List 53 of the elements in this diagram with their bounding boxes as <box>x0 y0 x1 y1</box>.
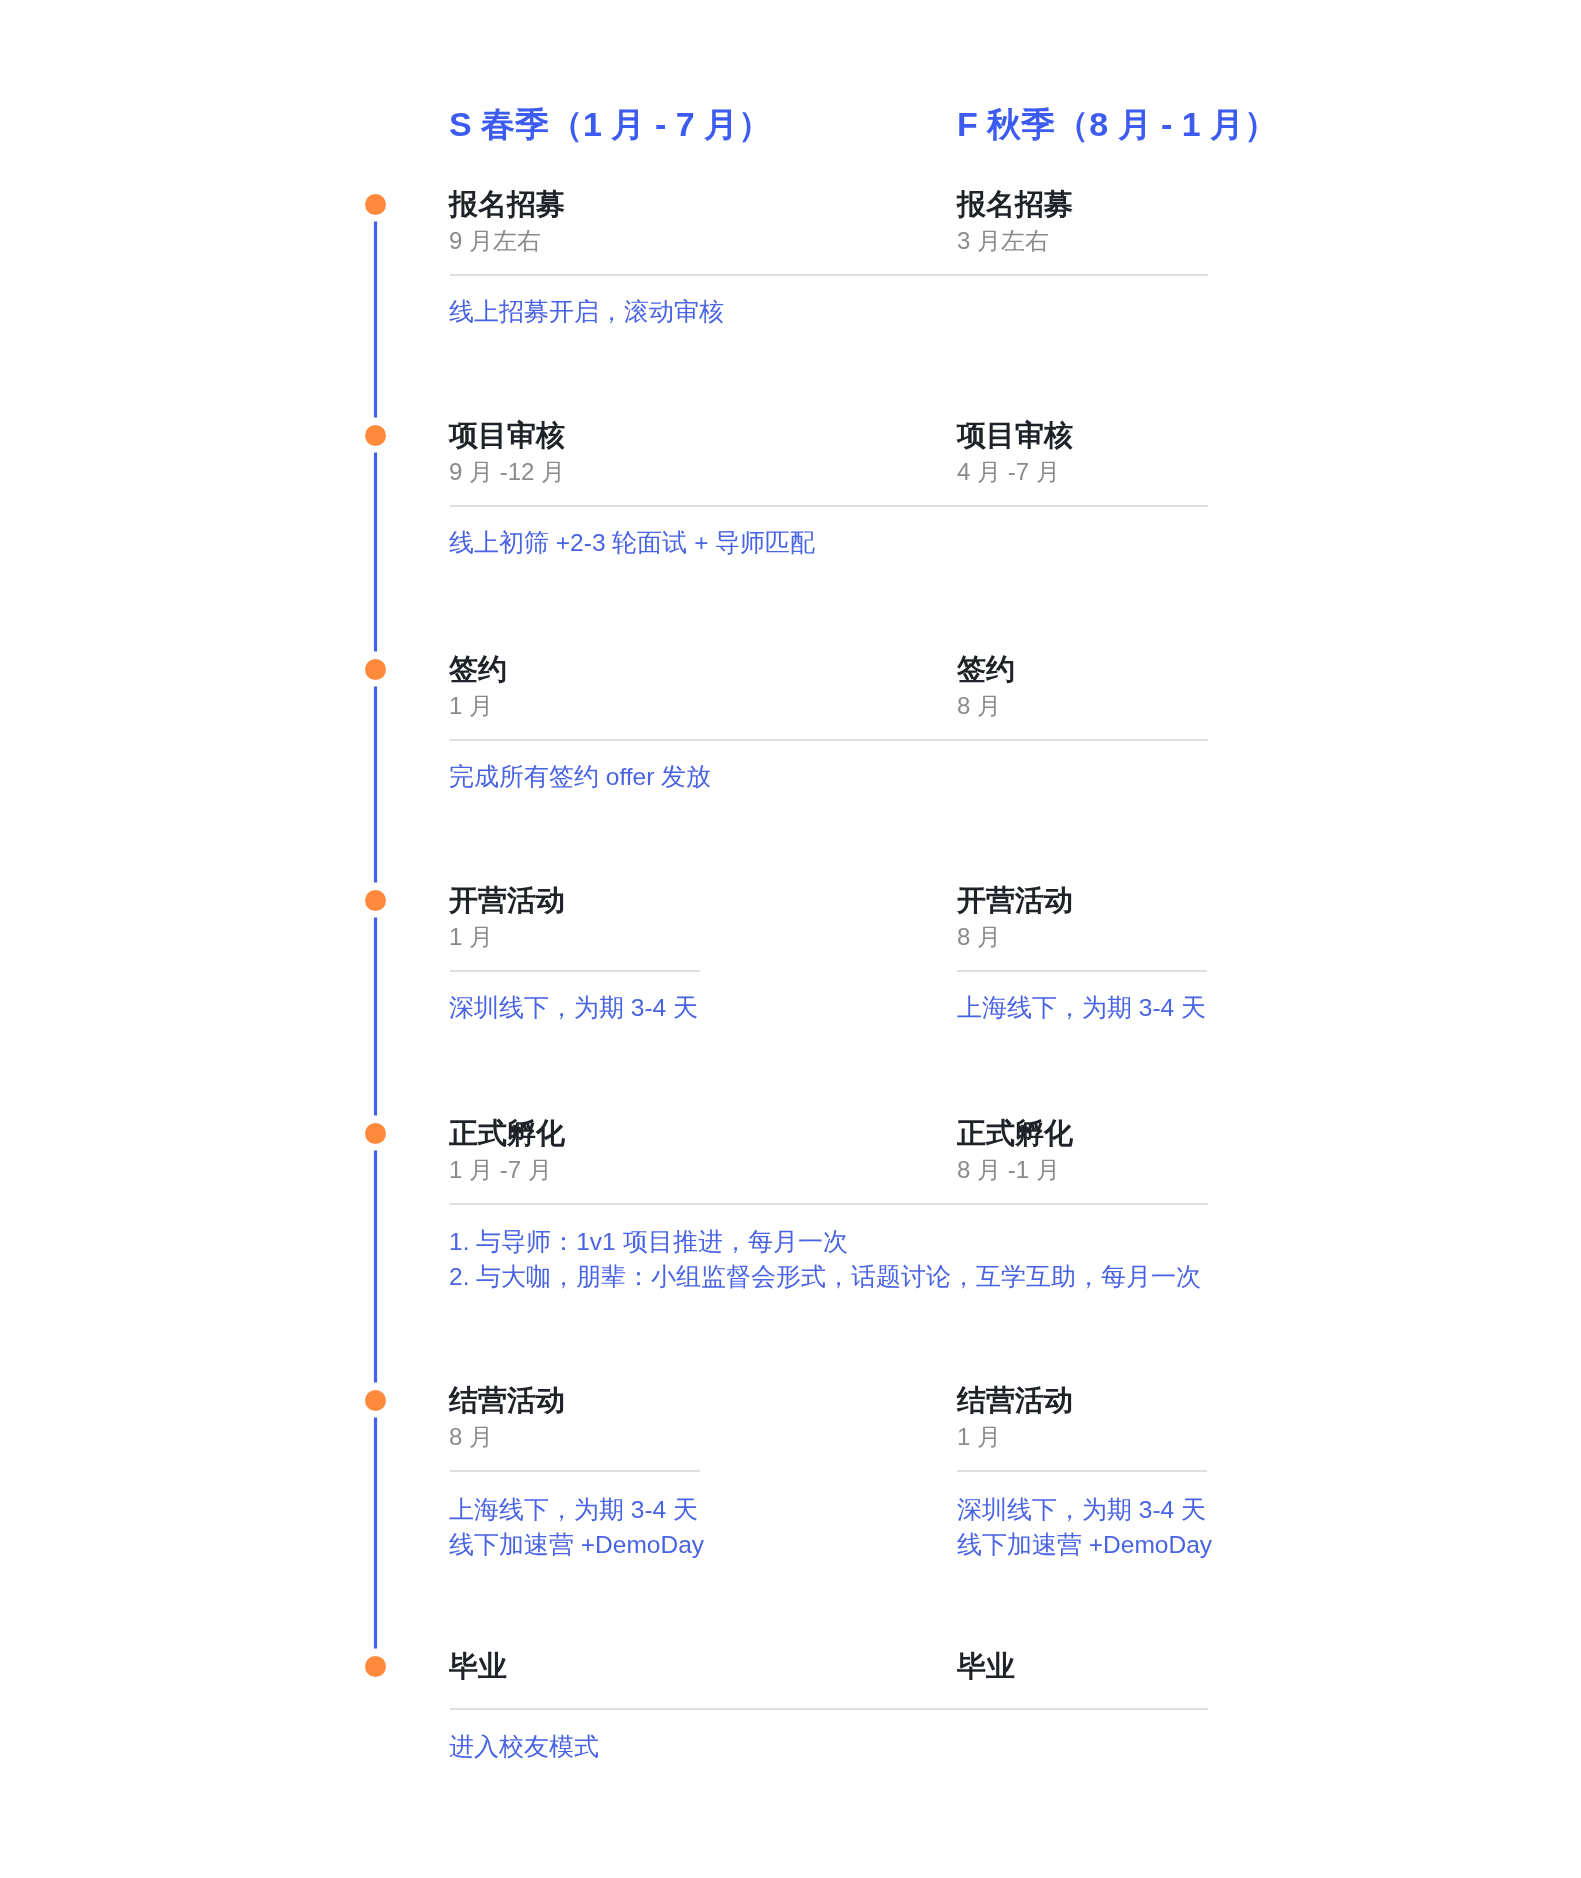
timeline-dot <box>365 1389 386 1411</box>
stage-title: 签约 <box>449 652 507 687</box>
date-text: 8 月 <box>449 1422 493 1452</box>
timeline-dot <box>365 889 386 911</box>
stage-title: 报名招募 <box>449 187 565 222</box>
description-text: 2. 与大咖，朋辈：小组监督会形式，话题讨论，互学互助，每月一次 <box>449 1262 1202 1292</box>
description-text: 进入校友模式 <box>449 1732 599 1762</box>
stage-title: 毕业 <box>449 1649 507 1684</box>
date-text: 1 月 <box>449 691 493 721</box>
date-text: 3 月左右 <box>957 226 1049 256</box>
date-text: 4 月 -7 月 <box>957 457 1060 487</box>
stage-title: 正式孵化 <box>957 1116 1073 1151</box>
date-text: 9 月左右 <box>449 226 541 256</box>
timeline-line <box>373 221 378 418</box>
date-text: 1 月 <box>957 1422 1001 1452</box>
timeline-dot <box>365 1655 386 1677</box>
timeline-dot <box>365 1122 386 1144</box>
stage-title: 开营活动 <box>957 883 1073 918</box>
stage-title: 项目审核 <box>449 418 565 453</box>
description-text: 1. 与导师：1v1 项目推进，每月一次 <box>449 1227 848 1257</box>
date-text: 9 月 -12 月 <box>449 457 566 487</box>
description-text: 线下加速营 +DemoDay <box>957 1530 1213 1560</box>
timeline-dot <box>365 424 386 446</box>
date-text: 8 月 <box>957 691 1001 721</box>
stage-title: 开营活动 <box>449 883 565 918</box>
description-text: 线上招募开启，滚动审核 <box>449 297 724 327</box>
description-text: 完成所有签约 offer 发放 <box>449 762 712 792</box>
date-text: 8 月 <box>957 922 1001 952</box>
date-text: 1 月 <box>449 922 493 952</box>
stage-title: 结营活动 <box>449 1383 565 1418</box>
stage-title: 签约 <box>957 652 1015 687</box>
timeline-dot <box>365 658 386 680</box>
stage-title: 结营活动 <box>957 1383 1073 1418</box>
stage-title: 项目审核 <box>957 418 1073 453</box>
timeline-line <box>373 1150 378 1383</box>
description-text: 线下加速营 +DemoDay <box>449 1530 705 1560</box>
stage-title: 毕业 <box>957 1649 1015 1684</box>
description-text: 深圳线下，为期 3-4 天 <box>957 1495 1207 1525</box>
timeline-line <box>373 452 378 652</box>
column-heading: F 秋季（8 月 - 1 月） <box>957 104 1279 145</box>
description-text: 上海线下，为期 3-4 天 <box>449 1495 699 1525</box>
timeline-dot <box>365 193 386 215</box>
timeline-line <box>373 917 378 1116</box>
stage-title: 报名招募 <box>957 187 1073 222</box>
description-text: 深圳线下，为期 3-4 天 <box>449 993 699 1023</box>
date-text: 1 月 -7 月 <box>449 1155 552 1185</box>
description-text: 线上初筛 +2-3 轮面试 + 导师匹配 <box>449 528 816 558</box>
stage-title: 正式孵化 <box>449 1116 565 1151</box>
date-text: 8 月 -1 月 <box>957 1155 1060 1185</box>
description-text: 上海线下，为期 3-4 天 <box>957 993 1207 1023</box>
timeline-line <box>373 1417 378 1649</box>
timeline-line <box>373 686 378 883</box>
column-heading: S 春季（1 月 - 7 月） <box>449 104 773 145</box>
